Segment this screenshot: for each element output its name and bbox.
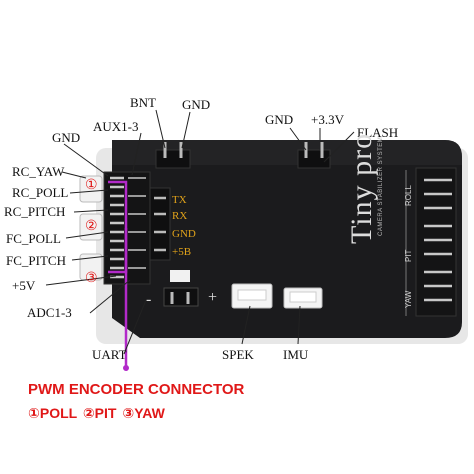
bnt-gnd-header xyxy=(155,142,191,169)
board-plus: + xyxy=(208,289,218,306)
board-yaw: YAW xyxy=(404,290,413,308)
board-rx: RX xyxy=(172,210,188,222)
spek-chip xyxy=(170,270,190,282)
uart-header xyxy=(149,187,171,261)
marker-poll: ① xyxy=(85,178,98,193)
label-3v3: +3.3V xyxy=(311,112,344,127)
caption-subtitle: ①POLL ②PIT ③YAW xyxy=(28,405,165,421)
label-rc-poll: RC_POLL xyxy=(12,185,69,200)
marker-yaw: ③ xyxy=(85,271,98,286)
marker-pit: ② xyxy=(85,219,98,234)
power-header xyxy=(163,287,199,307)
label-bnt: BNT xyxy=(130,95,156,110)
board-5b: +5B xyxy=(172,246,192,258)
caption-title: PWM ENCODER CONNECTOR xyxy=(28,381,245,398)
label-gnd-left: GND xyxy=(52,130,81,145)
label-uart: UART xyxy=(92,347,127,362)
motor-headers xyxy=(405,167,457,317)
label-flash: FLASH xyxy=(357,125,399,140)
label-rc-yaw: RC_YAW xyxy=(12,164,65,179)
controller-board xyxy=(112,140,462,338)
brand-logo: Tiny pro xyxy=(345,132,378,244)
leader-lines xyxy=(45,109,355,355)
board-roll: ROLL xyxy=(404,185,413,206)
label-fc-pitch: FC_PITCH xyxy=(6,253,66,268)
board-pit: PIT xyxy=(404,249,413,262)
flash-header xyxy=(297,142,331,169)
board-minus: - xyxy=(146,291,152,308)
label-fc-poll: FC_POLL xyxy=(6,231,61,246)
label-5v: +5V xyxy=(12,278,36,293)
label-adc: ADC1-3 xyxy=(27,305,72,320)
board-tx: TX xyxy=(172,194,187,206)
board-gnd: GND xyxy=(172,228,196,240)
pwm-highlight xyxy=(108,180,129,371)
label-spek: SPEK xyxy=(222,347,254,362)
label-gnd-top: GND xyxy=(182,97,211,112)
label-gnd-right: GND xyxy=(265,112,294,127)
label-aux: AUX1-3 xyxy=(93,119,139,134)
label-rc-pitch: RC_PITCH xyxy=(4,204,66,219)
label-imu: IMU xyxy=(283,347,309,362)
brand-subtitle: CAMERA STABILIZER SYSTEM xyxy=(378,136,384,236)
